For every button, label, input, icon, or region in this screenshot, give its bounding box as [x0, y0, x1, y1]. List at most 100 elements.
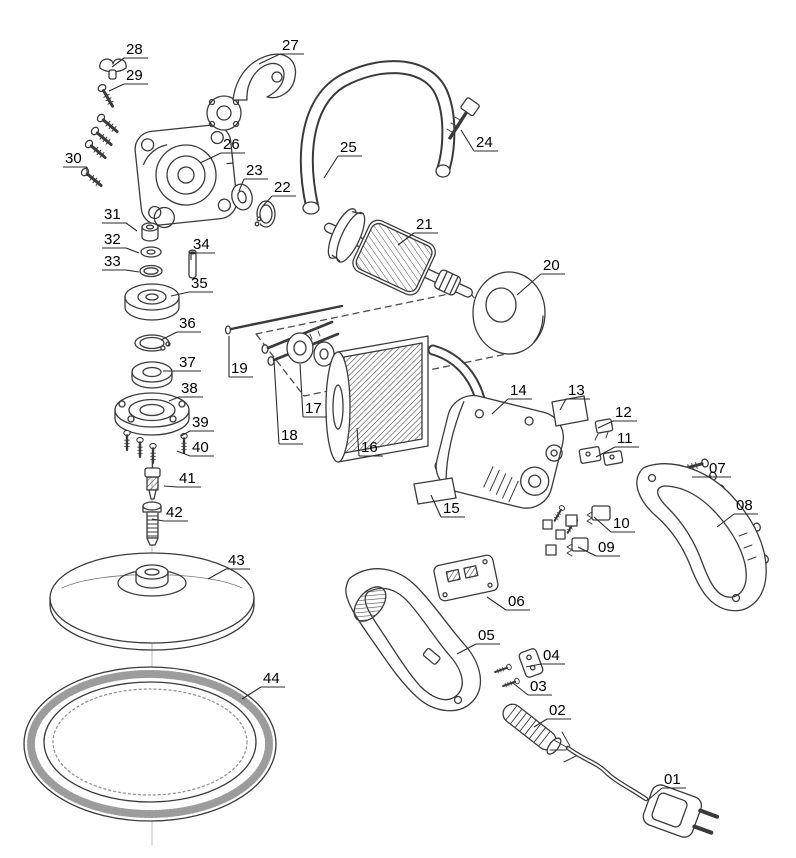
callout-number: 09: [598, 539, 615, 556]
callout-number: 17: [305, 400, 322, 417]
callout-25: 25: [323, 139, 362, 179]
callout-leader-line: [323, 155, 362, 179]
part-16-stator: [325, 335, 429, 463]
part-34-pin: [188, 249, 197, 279]
part-36-snap-ring: [134, 334, 172, 354]
callout-27: 27: [258, 37, 304, 65]
callout-leader-line: [207, 568, 250, 580]
callout-leader-line: [241, 686, 285, 700]
part-41-spindle-gear: [144, 457, 161, 500]
part-27-support-bracket: [206, 53, 297, 131]
callout-13: 13: [559, 382, 590, 411]
callout-number: 24: [476, 134, 493, 151]
callout-leader-line: [456, 643, 500, 655]
callout-number: 29: [126, 67, 143, 84]
part-42-threaded-spindle: [142, 501, 162, 546]
callout-43: 43: [207, 552, 250, 580]
callout-17: 17: [299, 363, 327, 418]
part-31-spacer: [141, 222, 159, 242]
callout-leader-line: [151, 518, 188, 522]
callout-number: 27: [282, 37, 299, 54]
part-30-screw: [78, 165, 106, 191]
callout-number: 38: [181, 380, 198, 397]
callout-leader-line: [460, 129, 498, 152]
callout-41: 41: [163, 470, 201, 488]
callout-11: 11: [595, 430, 639, 458]
callout-leader-line: [486, 596, 530, 611]
part-08-handle-shell-right: [636, 463, 767, 612]
callout-leader-line: [111, 57, 148, 68]
part-43-backing-pad: [49, 552, 255, 651]
callout-leader-line: [163, 485, 201, 488]
callout-18: 18: [273, 359, 303, 445]
callout-number: 15: [443, 500, 460, 517]
callout-23: 23: [238, 162, 268, 192]
callout-number: 28: [126, 41, 143, 58]
callout-22: 22: [261, 179, 296, 208]
callout-leader-line: [299, 363, 327, 418]
callout-number: 13: [568, 382, 585, 399]
callout-number: 43: [228, 552, 245, 569]
part-05-handle-shell-left: [345, 568, 482, 712]
callout-leader-line: [102, 247, 140, 254]
callout-number: 44: [263, 670, 280, 687]
callout-leader-line: [176, 450, 214, 457]
callout-leader-line: [559, 398, 590, 411]
callout-leader-line: [595, 446, 639, 458]
part-09-carbon-brush: [545, 537, 589, 557]
callout-number: 05: [478, 627, 495, 644]
callout-number: 02: [549, 702, 566, 719]
callouts-layer: 0102030405060708091011121314151617181920…: [63, 37, 758, 801]
callout-number: 37: [179, 354, 196, 371]
callout-leader-line: [261, 195, 296, 208]
callout-number: 33: [104, 253, 121, 270]
callout-number: 19: [231, 360, 248, 377]
callout-number: 42: [166, 504, 183, 521]
callout-number: 16: [361, 439, 378, 456]
part-12-brush-holder-clip: [594, 418, 614, 441]
callout-leader-line: [180, 430, 214, 437]
callout-24: 24: [460, 129, 498, 152]
callout-number: 22: [274, 179, 291, 196]
callout-number: 18: [281, 427, 298, 444]
callout-09: 09: [577, 539, 620, 557]
part-22-snap-ring: [253, 200, 276, 228]
callout-number: 39: [192, 414, 209, 431]
part-17-bearing-washer: [286, 332, 335, 367]
callout-14: 14: [491, 382, 532, 415]
callout-20: 20: [516, 257, 565, 296]
callout-number: 36: [179, 315, 196, 332]
part-37-ball-bearing: [131, 361, 173, 389]
callout-leader-line: [160, 331, 201, 341]
part-33-washer-ring: [139, 264, 163, 278]
callout-number: 07: [709, 460, 726, 477]
callout-32: 32: [102, 231, 140, 254]
part-32-washer: [140, 246, 162, 258]
callout-number: 23: [246, 162, 263, 179]
callout-36: 36: [160, 315, 201, 341]
part-19-long-pin: [224, 304, 344, 335]
callout-number: 31: [104, 206, 121, 223]
part-29-screw: [95, 81, 118, 110]
callout-leader-line: [108, 83, 148, 92]
callout-02: 02: [533, 702, 571, 728]
callout-leader-line: [273, 359, 303, 445]
callout-40: 40: [176, 439, 214, 457]
callout-leader-line: [647, 787, 686, 801]
callout-26: 26: [199, 136, 245, 164]
callout-number: 12: [615, 404, 632, 421]
callout-06: 06: [486, 593, 530, 611]
part-20-cover-disc: [472, 271, 546, 355]
callout-12: 12: [597, 404, 637, 429]
callout-leader-line: [577, 546, 620, 557]
callout-leader-line: [533, 718, 571, 728]
dashed-assembly-outline: [255, 289, 517, 397]
part-10-carbon-brush: [565, 505, 611, 527]
callout-10: 10: [593, 515, 635, 533]
part-11-switch-assembly: [551, 446, 624, 536]
callout-04: 04: [525, 647, 565, 668]
callout-leader-line: [525, 663, 565, 668]
callout-leader-line: [516, 273, 565, 296]
